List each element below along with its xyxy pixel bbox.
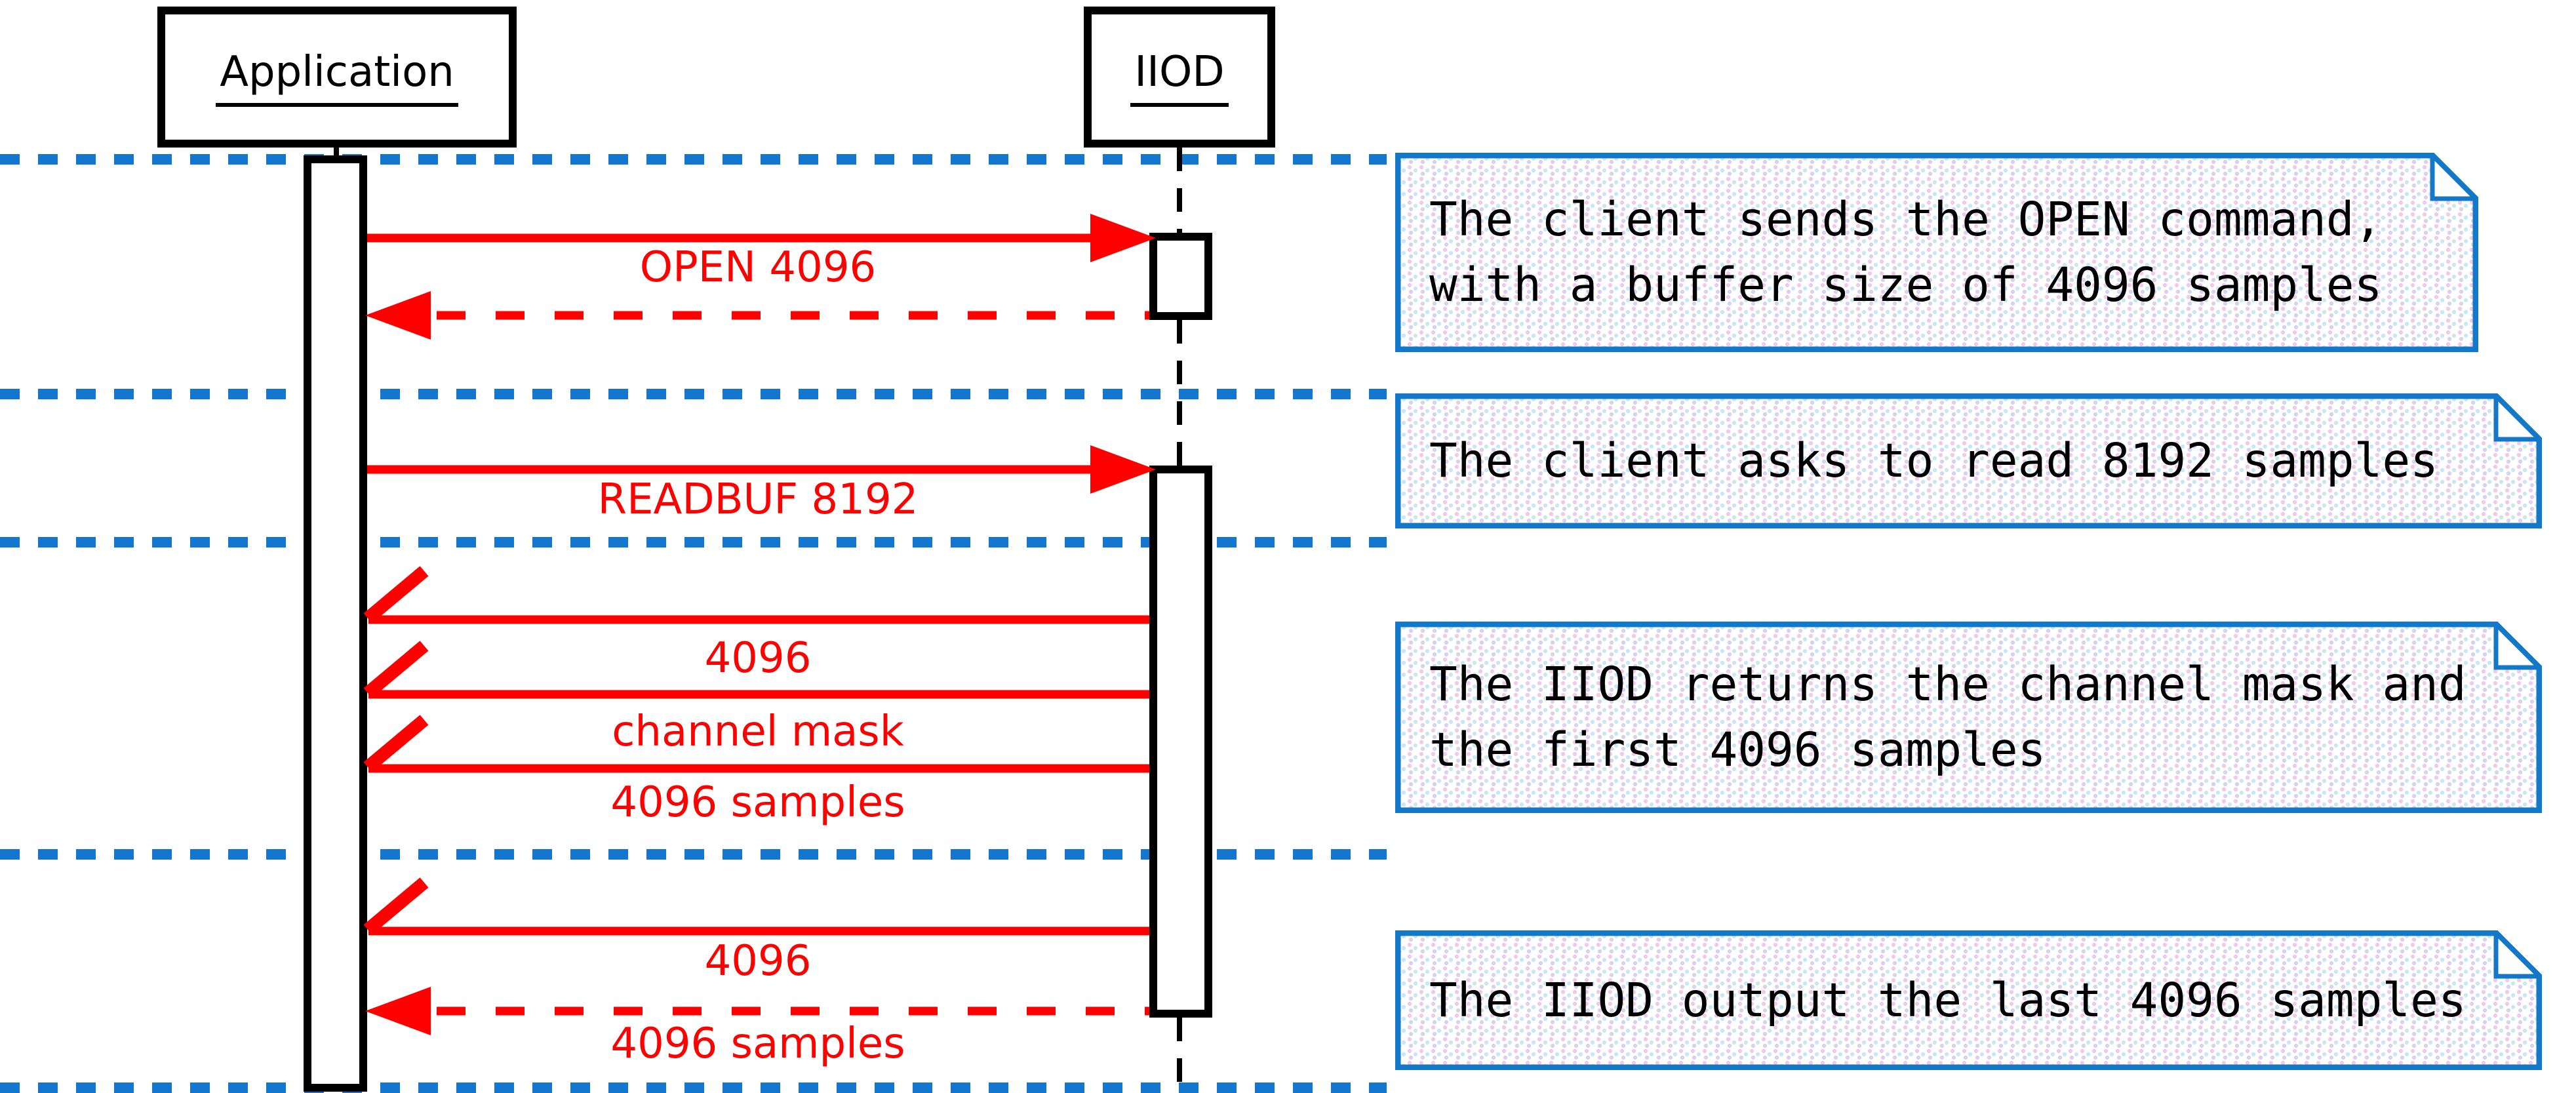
- note-shape: [1395, 153, 2478, 352]
- message-label-4096-samples: 4096 samples: [610, 778, 905, 827]
- note-text: The IIOD returns the channel mask and th…: [1429, 657, 2467, 777]
- note-shape: [1395, 393, 2542, 528]
- note-shape: [1395, 930, 2542, 1070]
- message-label-channel-mask: channel mask: [612, 707, 904, 756]
- iiod-lifeline: [1177, 148, 1182, 233]
- note-channel-mask: The IIOD returns the channel mask and th…: [1395, 622, 2542, 813]
- iiod-activation-bar: [1149, 233, 1212, 320]
- message-4096-arrow: [363, 566, 1149, 624]
- note-open-command: The client sends the OPEN command, with …: [1395, 153, 2478, 352]
- participant-application: Application: [157, 7, 517, 148]
- message-label-last-samples: 4096 samples: [610, 1020, 905, 1068]
- note-text: The client asks to read 8192 samples: [1429, 433, 2438, 488]
- note-fold-corner-icon: [2430, 153, 2478, 201]
- application-activation-bar: [304, 155, 367, 1092]
- application-lifeline: [334, 148, 339, 158]
- note-readbuf: The client asks to read 8192 samples: [1395, 393, 2542, 528]
- message-label-open: OPEN 4096: [639, 243, 877, 292]
- note-shape: [1395, 622, 2542, 813]
- message-label-last-4096: 4096: [704, 937, 812, 985]
- iiod-lifeline: [1177, 1018, 1182, 1093]
- participant-iiod-label: IIOD: [1130, 48, 1229, 107]
- iiod-activation-bar: [1149, 466, 1212, 1018]
- note-text: The client sends the OPEN command, with …: [1429, 192, 2383, 312]
- message-open-return-arrow: [365, 291, 1149, 340]
- message-label-readbuf: READBUF 8192: [597, 475, 919, 524]
- message-label-4096: 4096: [704, 634, 812, 683]
- iiod-lifeline: [1177, 320, 1182, 466]
- note-text: The IIOD output the last 4096 samples: [1429, 972, 2467, 1027]
- note-last-samples: The IIOD output the last 4096 samples: [1395, 930, 2542, 1070]
- note-fold-corner-icon: [2493, 930, 2542, 979]
- note-fold-corner-icon: [2493, 393, 2542, 442]
- participant-iiod: IIOD: [1084, 7, 1275, 148]
- note-fold-corner-icon: [2493, 622, 2542, 670]
- message-last-4096-arrow: [363, 877, 1149, 936]
- participant-application-label: Application: [216, 48, 458, 107]
